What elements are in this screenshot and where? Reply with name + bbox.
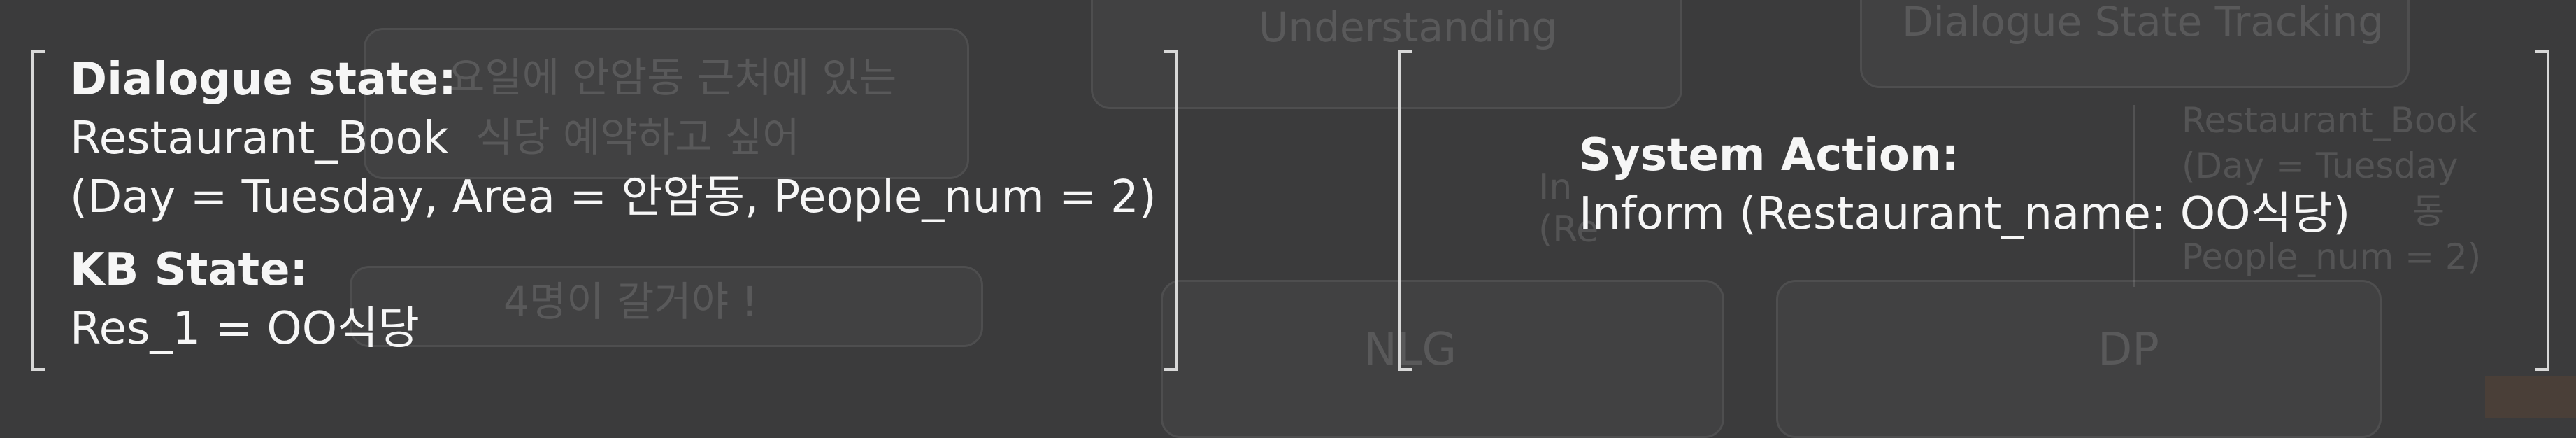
dst-label: Dialogue State Tracking [1902, 0, 2384, 45]
dialogue-state-intent: Restaurant_Book [70, 113, 449, 164]
user-bubble-1 [364, 28, 969, 179]
kb-state-label: KB State: [70, 244, 308, 296]
user-utterance-1: 요일에 안암동 근처에 있는 [448, 54, 897, 101]
middle-fragment-2: (Re [1538, 209, 1599, 250]
user-bubble-2 [350, 266, 983, 347]
user-utterance-2: 식당 예약하고 싶어 [475, 113, 800, 161]
dst-box [1860, 0, 2410, 88]
system-action-label: System Action: [1579, 129, 1959, 181]
user-utterance-3: 4명이 갈거야 ! [503, 278, 758, 325]
corner-tab [2485, 376, 2576, 418]
dst-line-3: 동 [2412, 191, 2445, 232]
dst-line-1: Restaurant_Book [2182, 100, 2478, 141]
background-diagram: Understanding Dialogue State Tracking 요일… [350, 0, 2576, 438]
left-bracket-close [1164, 50, 1178, 371]
system-action-value: Inform (Restaurant_name: OO식당) [1579, 188, 2351, 240]
understanding-label: Understanding [1259, 3, 1558, 51]
left-bracket-open [31, 50, 45, 371]
dialogue-state-slots: (Day = Tuesday, Area = 안암동, People_num =… [70, 171, 1157, 223]
dst-arrow [2133, 105, 2135, 287]
right-bracket-open [1398, 50, 1412, 371]
understanding-box [1091, 0, 1682, 109]
dp-label: DP [2098, 324, 2159, 376]
action-panel: System Action: Inform (Restaurant_name: … [1398, 50, 2549, 371]
kb-state-value: Res_1 = OO식당 [70, 303, 420, 355]
middle-fragment-1: In [1538, 167, 1573, 209]
dst-line-2: (Day = Tuesday [2182, 146, 2459, 186]
state-panel: Dialogue state: Restaurant_Book (Day = T… [31, 50, 1178, 371]
right-bracket-close [2535, 50, 2549, 371]
dialogue-state-label: Dialogue state: [70, 54, 457, 106]
dst-line-4: People_num = 2) [2182, 236, 2482, 277]
nlg-label: NLG [1364, 324, 1457, 376]
